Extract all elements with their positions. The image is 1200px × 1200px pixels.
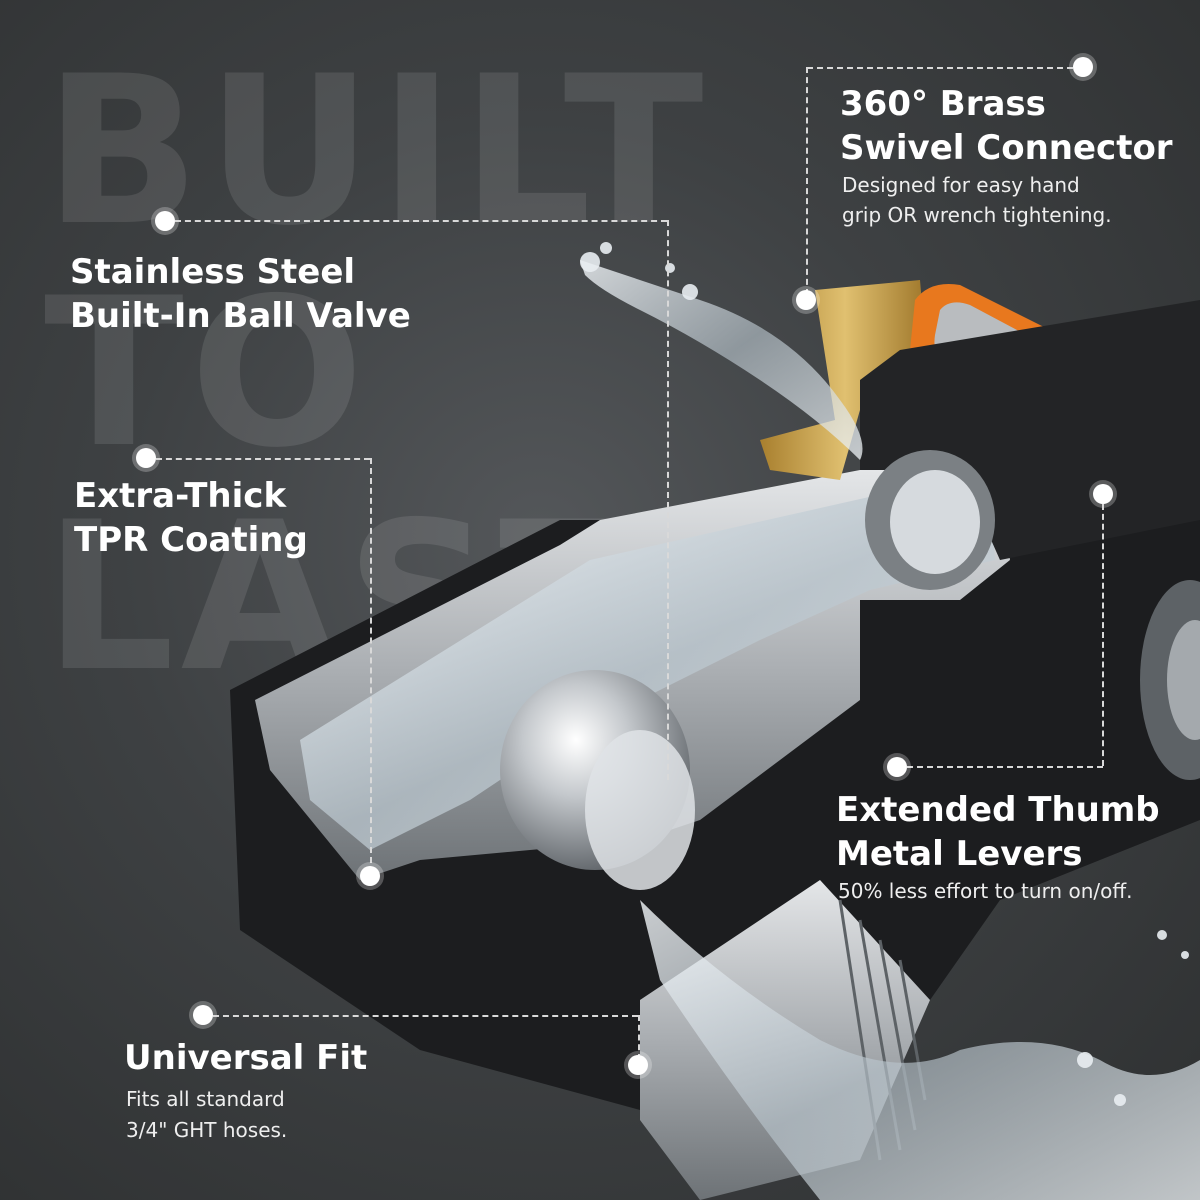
swivel-title-line2: Swivel Connector (840, 128, 1173, 168)
fit-title-line1: Universal Fit (124, 1038, 368, 1078)
callout-line-levers-v (1102, 504, 1104, 766)
callout-line-levers-h (907, 766, 1103, 768)
callout-line-fit-h (213, 1015, 638, 1017)
ball-valve-title-line1: Stainless Steel (70, 252, 356, 292)
levers-title-line2: Metal Levers (836, 834, 1083, 874)
fit-sub-line2: 3/4" GHT hoses. (126, 1118, 288, 1142)
levers-sub-line1: 50% less effort to turn on/off. (838, 879, 1133, 903)
callout-dot-levers (887, 757, 907, 777)
water-splash-top (580, 260, 863, 460)
brass-connector (760, 280, 930, 480)
callout-line-swivel-h (807, 67, 1073, 69)
coating-title-line2: TPR Coating (74, 520, 308, 560)
swivel-sub-line2: grip OR wrench tightening. (842, 203, 1112, 227)
water-splash-bottom (640, 900, 1200, 1200)
callout-dot-swivel-target (796, 290, 816, 310)
swivel-sub-line1: Designed for easy hand (842, 173, 1080, 197)
callout-dot-fit-target (628, 1055, 648, 1075)
callout-dot-coating-target (360, 866, 380, 886)
levers-title-line1: Extended Thumb (836, 790, 1160, 830)
callout-dot-levers-target (1093, 484, 1113, 504)
swivel-title-line1: 360° Brass (840, 84, 1046, 124)
water-channel (300, 490, 995, 850)
ball-valve-title-line2: Built-In Ball Valve (70, 296, 411, 336)
callout-line-ball-valve-v (667, 220, 669, 780)
callout-line-coating-h (156, 458, 370, 460)
fit-sub-line1: Fits all standard (126, 1087, 285, 1111)
callout-dot-ball-valve (155, 211, 175, 231)
upper-housing (860, 300, 1200, 560)
callout-line-swivel-v (806, 67, 808, 295)
callout-dot-coating (136, 448, 156, 468)
callout-line-coating-v (370, 458, 372, 863)
right-knob-face (1167, 620, 1200, 740)
background-word-to: TO (44, 255, 371, 493)
callout-line-fit-v (638, 1015, 640, 1060)
outlet-bore (890, 470, 980, 574)
callout-dot-swivel (1073, 57, 1093, 77)
coating-title-line1: Extra-Thick (74, 476, 287, 516)
ball-bore (585, 730, 695, 890)
callout-dot-fit (193, 1005, 213, 1025)
callout-line-ball-valve-h (175, 220, 667, 222)
